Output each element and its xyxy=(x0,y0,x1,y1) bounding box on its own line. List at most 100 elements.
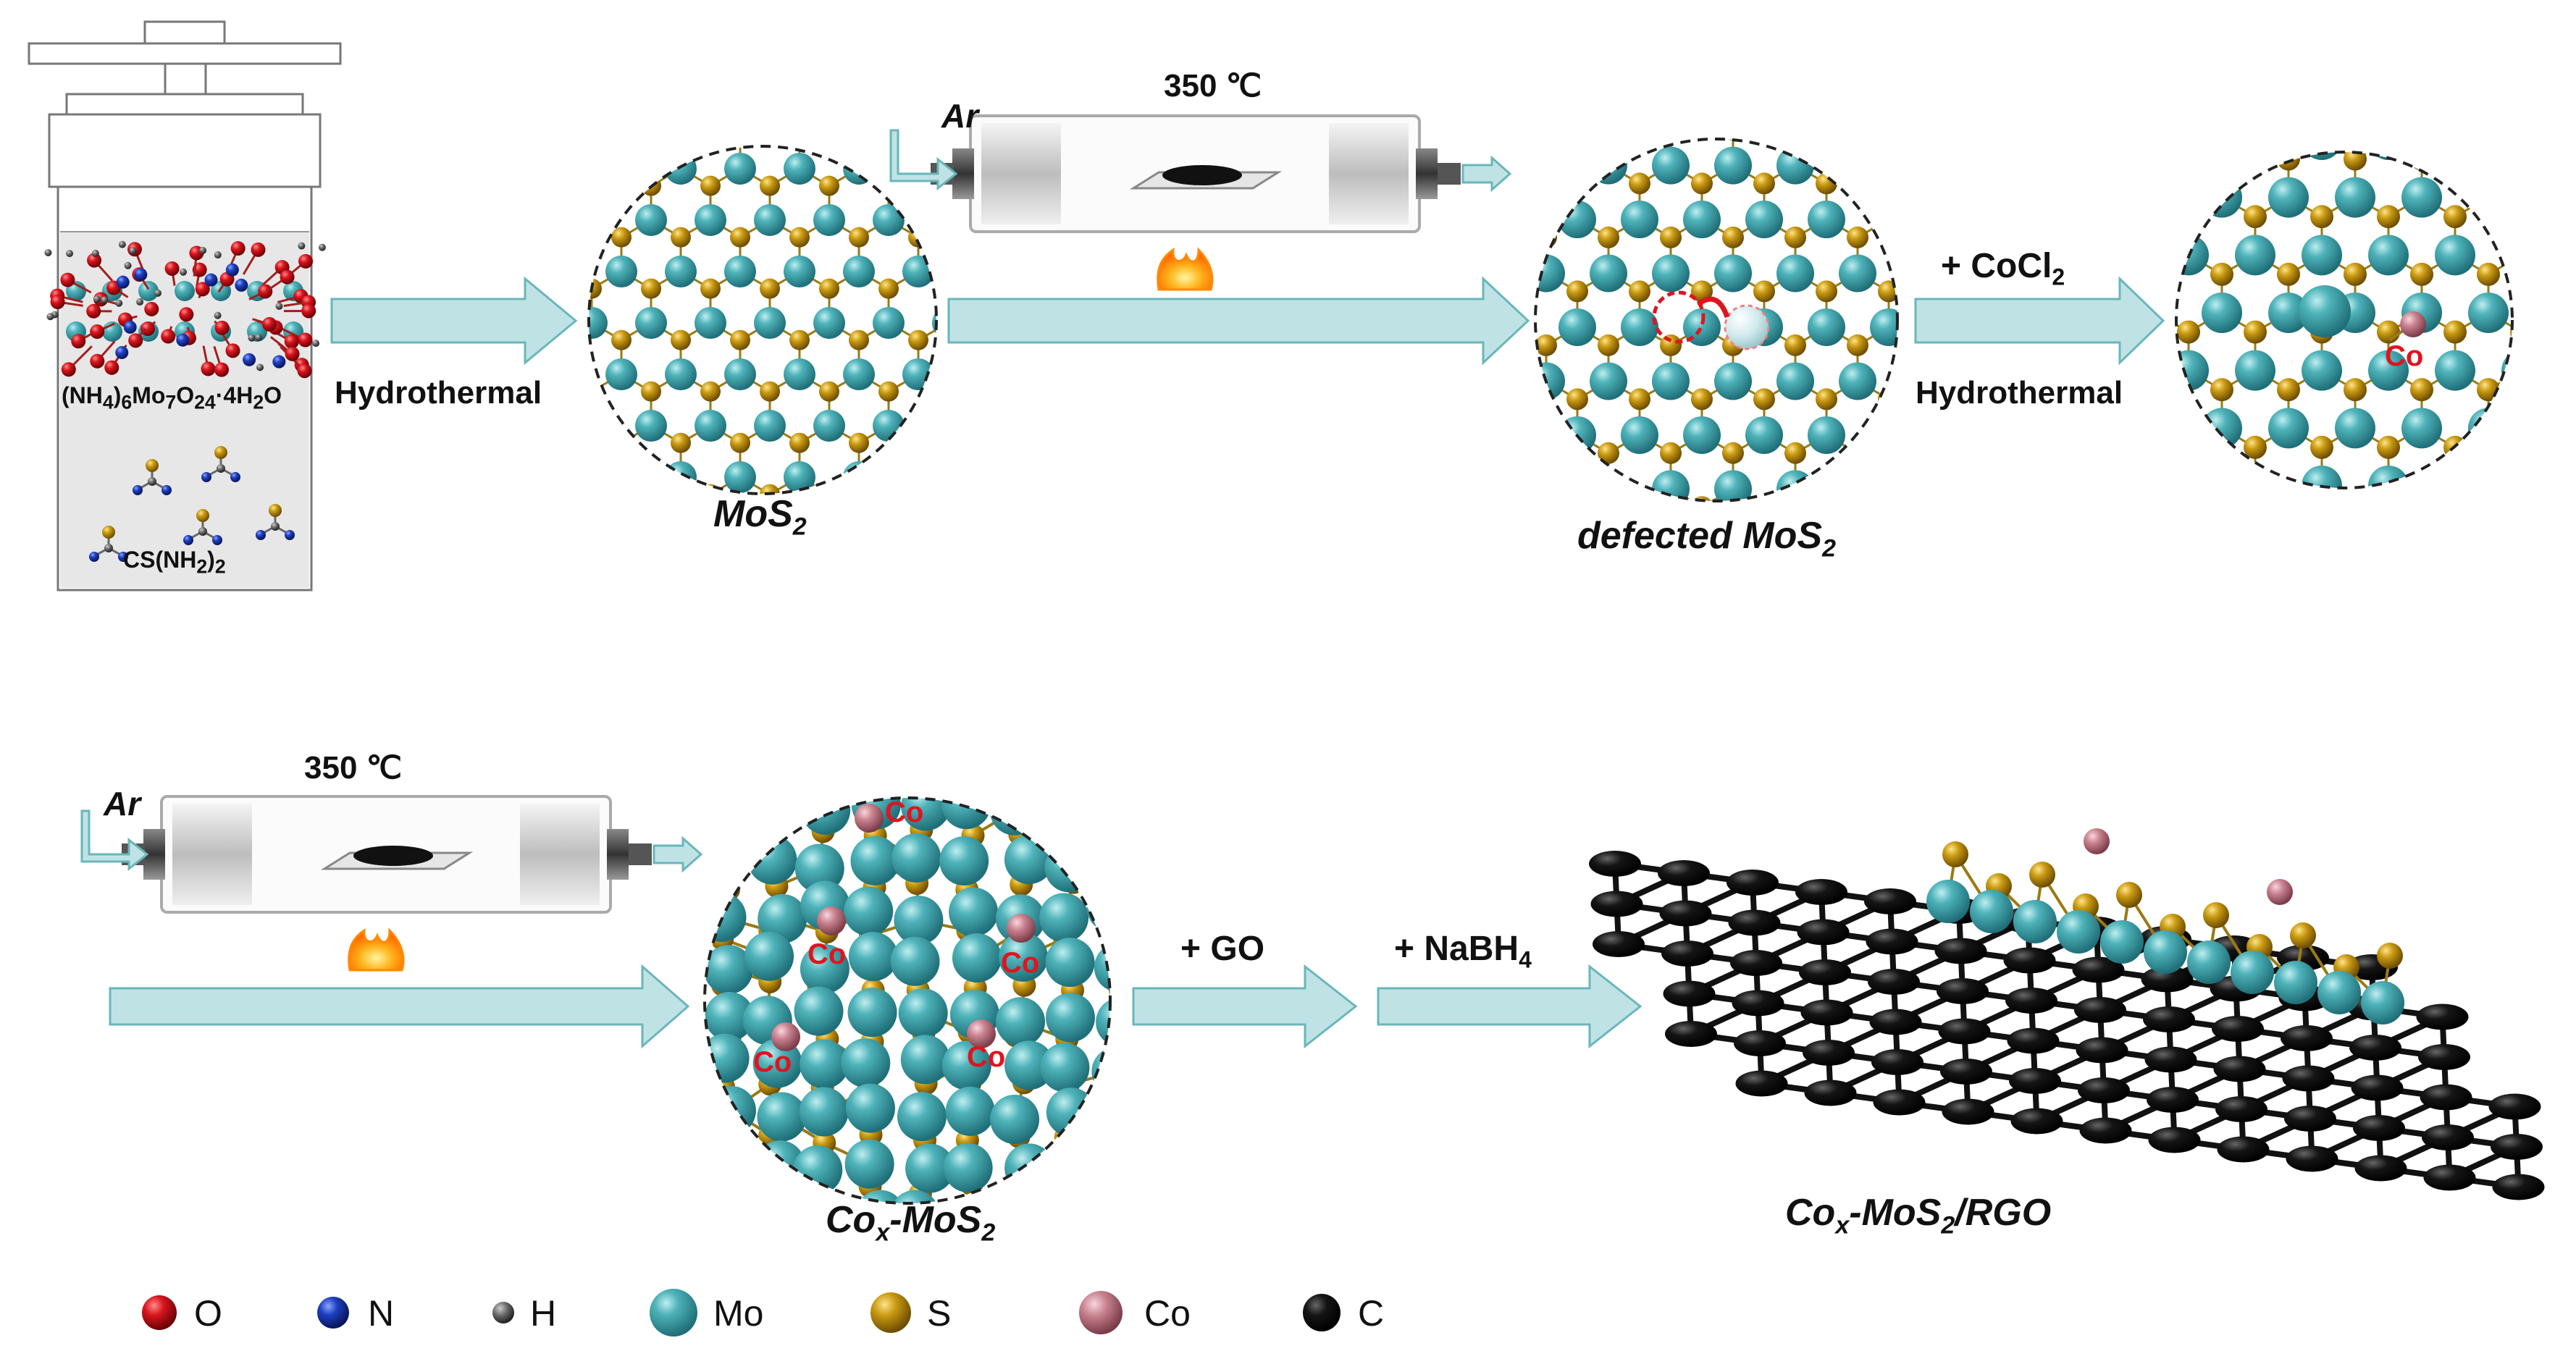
mo-atom xyxy=(665,255,697,287)
c-atom xyxy=(2281,1025,2333,1051)
bond xyxy=(1119,1138,1125,1170)
mo-atom xyxy=(1045,938,1095,988)
mo-atom xyxy=(952,933,1002,983)
s-atom xyxy=(710,769,733,792)
s-atom xyxy=(861,769,884,792)
mo-atom xyxy=(1901,255,1939,293)
left-plug xyxy=(981,123,1061,224)
mo-atom xyxy=(2302,235,2342,276)
o-atom xyxy=(297,363,312,379)
argon-label-2: Ar xyxy=(104,785,141,822)
n-atom xyxy=(230,472,240,482)
mo-atom xyxy=(841,1038,891,1088)
s-atom xyxy=(819,381,839,402)
mo-atom xyxy=(1091,1046,1110,1096)
n-atom xyxy=(161,485,172,495)
mo-atom xyxy=(2468,293,2509,333)
o-atom xyxy=(90,324,105,340)
bond xyxy=(775,1164,782,1194)
mo-atom xyxy=(724,152,756,185)
o-atom xyxy=(298,253,314,269)
mo-atom xyxy=(1776,362,1814,400)
co-atom xyxy=(2267,879,2293,905)
h-atom xyxy=(91,249,99,257)
legend-swatch-c xyxy=(1303,1294,1341,1331)
arrow-nabh4 xyxy=(1377,964,1642,1049)
h-atom xyxy=(312,340,320,348)
thiourea-molecules xyxy=(89,446,295,562)
s-atom xyxy=(1847,226,1868,248)
mo-atom xyxy=(847,988,897,1038)
s-atom xyxy=(2244,320,2267,344)
s-atom xyxy=(2177,205,2200,229)
ammonium-molybdate-cluster xyxy=(44,240,326,379)
outlet-tube xyxy=(1438,163,1461,185)
mo-atom xyxy=(724,461,756,494)
mo-atom xyxy=(873,203,905,236)
o-atom xyxy=(225,343,240,358)
tube-furnace xyxy=(889,114,1512,291)
mo-atom xyxy=(1044,843,1094,893)
c-atom xyxy=(2354,1155,2407,1182)
right-cap xyxy=(607,829,629,880)
mo-atom xyxy=(705,945,753,995)
defected-mos2-lattice xyxy=(1535,93,1939,501)
c-atom xyxy=(2213,1056,2266,1082)
s-atom xyxy=(878,278,899,299)
arrow-cocl2 xyxy=(1914,276,2165,366)
mo-atom xyxy=(2468,177,2509,218)
mo-atom xyxy=(757,1092,807,1142)
bond xyxy=(1116,1089,1123,1116)
c-atom xyxy=(1797,919,1850,946)
mo-atom xyxy=(1808,201,1845,239)
bond xyxy=(1119,967,1120,989)
co-atom xyxy=(817,906,846,935)
mo-atom xyxy=(1870,308,1897,346)
mo-atom xyxy=(665,358,697,391)
mo-atom xyxy=(605,255,637,287)
mo-atom xyxy=(1808,416,1845,454)
s-atom xyxy=(1660,442,1682,464)
bond xyxy=(1114,820,1121,830)
legend-label-c: C xyxy=(1358,1293,1385,1334)
c-atom xyxy=(2282,1065,2335,1092)
s-atom xyxy=(908,329,928,350)
mo-atom xyxy=(1094,943,1110,993)
mo-atom xyxy=(1100,1145,1110,1195)
n-atom xyxy=(123,320,137,334)
mo-atom xyxy=(2268,408,2309,449)
mo-atom xyxy=(2368,235,2409,276)
s-atom xyxy=(1784,226,1806,248)
mo-atom xyxy=(890,936,940,986)
mo-atom xyxy=(1683,93,1721,130)
bond xyxy=(725,859,731,890)
mo-atom xyxy=(901,798,951,831)
mo-atom xyxy=(784,255,815,287)
co-atom xyxy=(2084,828,2110,854)
mo-atom xyxy=(939,836,989,886)
h-atom xyxy=(154,289,161,297)
s-atom xyxy=(2377,205,2400,229)
gas-outlet-arrow xyxy=(1461,155,1512,193)
mo-atom xyxy=(844,886,894,936)
s-atom xyxy=(730,227,750,248)
s-atom xyxy=(700,278,721,299)
mo-atom xyxy=(589,203,608,236)
o-atom xyxy=(285,346,300,361)
mo-atom xyxy=(1621,201,1658,239)
mo-atom xyxy=(902,358,934,391)
mo-atom xyxy=(748,1199,798,1203)
c-atom xyxy=(1868,969,1920,995)
h-atom xyxy=(46,313,54,321)
c-atom xyxy=(2212,1016,2264,1042)
mo-atom xyxy=(2401,177,2442,218)
o-atom xyxy=(86,303,101,319)
s-atom xyxy=(1753,388,1775,411)
bond xyxy=(1028,1166,1071,1187)
mo-atom xyxy=(2302,350,2342,391)
o-atom xyxy=(195,282,210,297)
n-atom xyxy=(204,273,218,287)
mo-atom xyxy=(2401,408,2442,449)
bond xyxy=(2254,484,2289,488)
mo-atom xyxy=(175,281,195,301)
